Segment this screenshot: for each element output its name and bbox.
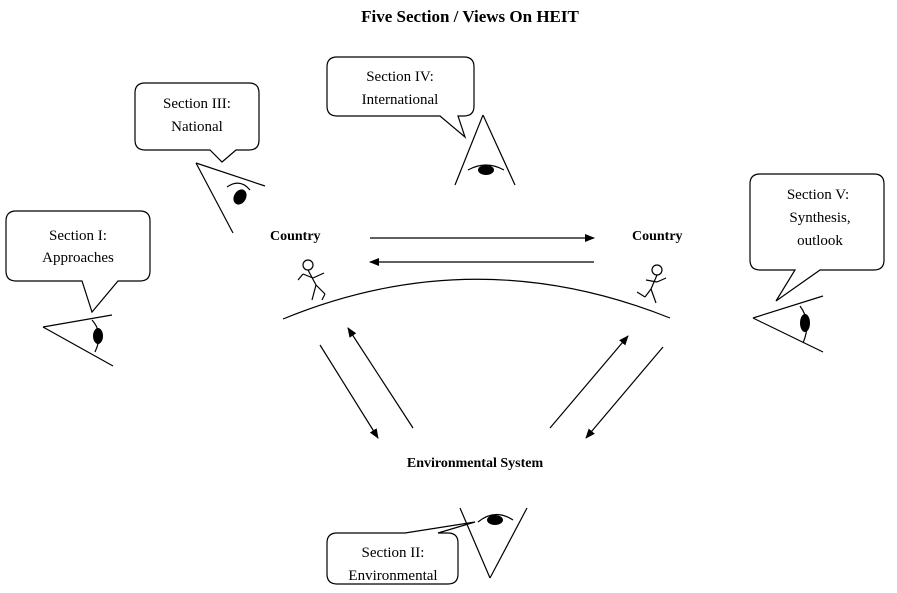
country-right-label: Country [632,229,683,244]
section-3-bubble [134,82,260,163]
section-5-line3: outlook [797,233,843,249]
section-2-callout: Section II: Environmental [326,521,476,585]
section-3-line1: Section III: [163,96,231,112]
section-5-line1: Section V: [787,187,849,203]
diagram-title: Five Section / Views On HEIT [361,7,579,26]
section-4-line1: Section IV: [366,69,434,85]
eye-section-3-icon [195,162,266,234]
section-1-line2: Approaches [42,250,114,266]
section-2-line1: Section II: [362,545,425,561]
section-4-bubble [326,56,475,139]
section-1-line1: Section I: [49,228,107,244]
section-5-bubble [749,173,885,302]
arrow-environment-to-right-country [549,335,629,429]
section-1-bubble [5,210,151,314]
section-1-callout: Section I: Approaches [5,210,151,314]
section-4-line2: International [362,92,439,108]
section-2-bubble [326,521,476,585]
section-3-callout: Section III: National [134,82,260,163]
arrow-right-country-to-environment [585,346,664,439]
section-4-callout: Section IV: International [326,56,475,139]
section-2-line2: Environmental [348,568,437,584]
section-3-line2: National [171,119,223,135]
earth-arc [282,278,671,320]
eye-section-5-icon [752,295,824,353]
arrow-left-country-to-environment [319,344,379,439]
country-left-label: Country [270,229,321,244]
eye-section-4-icon [454,114,516,186]
stick-figure-right-icon [636,264,667,304]
stick-figure-left-icon [297,259,326,301]
eye-section-1-icon [42,314,114,367]
environmental-system-label: Environmental System [407,456,544,471]
section-5-line2: Synthesis, [789,210,850,226]
arrow-environment-to-left-country [347,327,414,429]
eye-section-2-icon [459,507,528,579]
section-5-callout: Section V: Synthesis, outlook [749,173,885,302]
